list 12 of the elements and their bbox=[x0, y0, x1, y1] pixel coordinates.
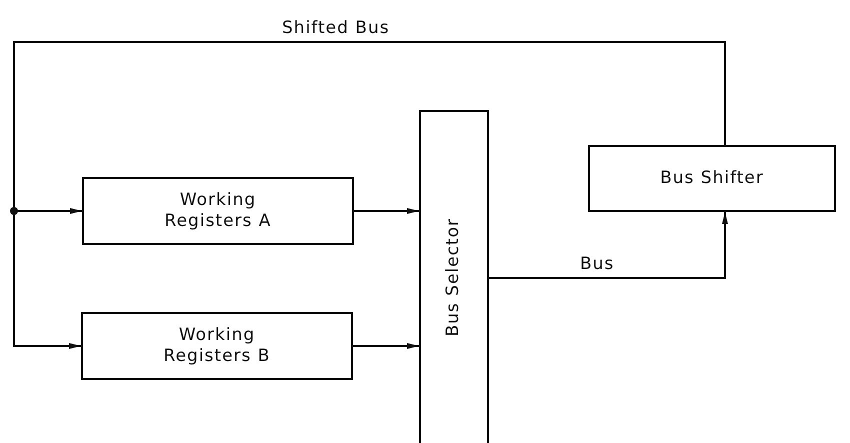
box-label: Bus Shifter bbox=[660, 168, 764, 190]
process-box bbox=[588, 145, 836, 212]
process-box bbox=[82, 177, 354, 245]
box-label: Working Registers A bbox=[164, 190, 272, 232]
process-box bbox=[81, 312, 353, 380]
selector-box bbox=[419, 110, 489, 443]
arrow bbox=[13, 41, 726, 349]
box-label: Bus Selector bbox=[443, 218, 464, 337]
box-label: Working Registers B bbox=[162, 324, 272, 368]
arrow bbox=[354, 208, 419, 214]
arrow bbox=[353, 343, 419, 349]
arrow bbox=[489, 212, 728, 279]
